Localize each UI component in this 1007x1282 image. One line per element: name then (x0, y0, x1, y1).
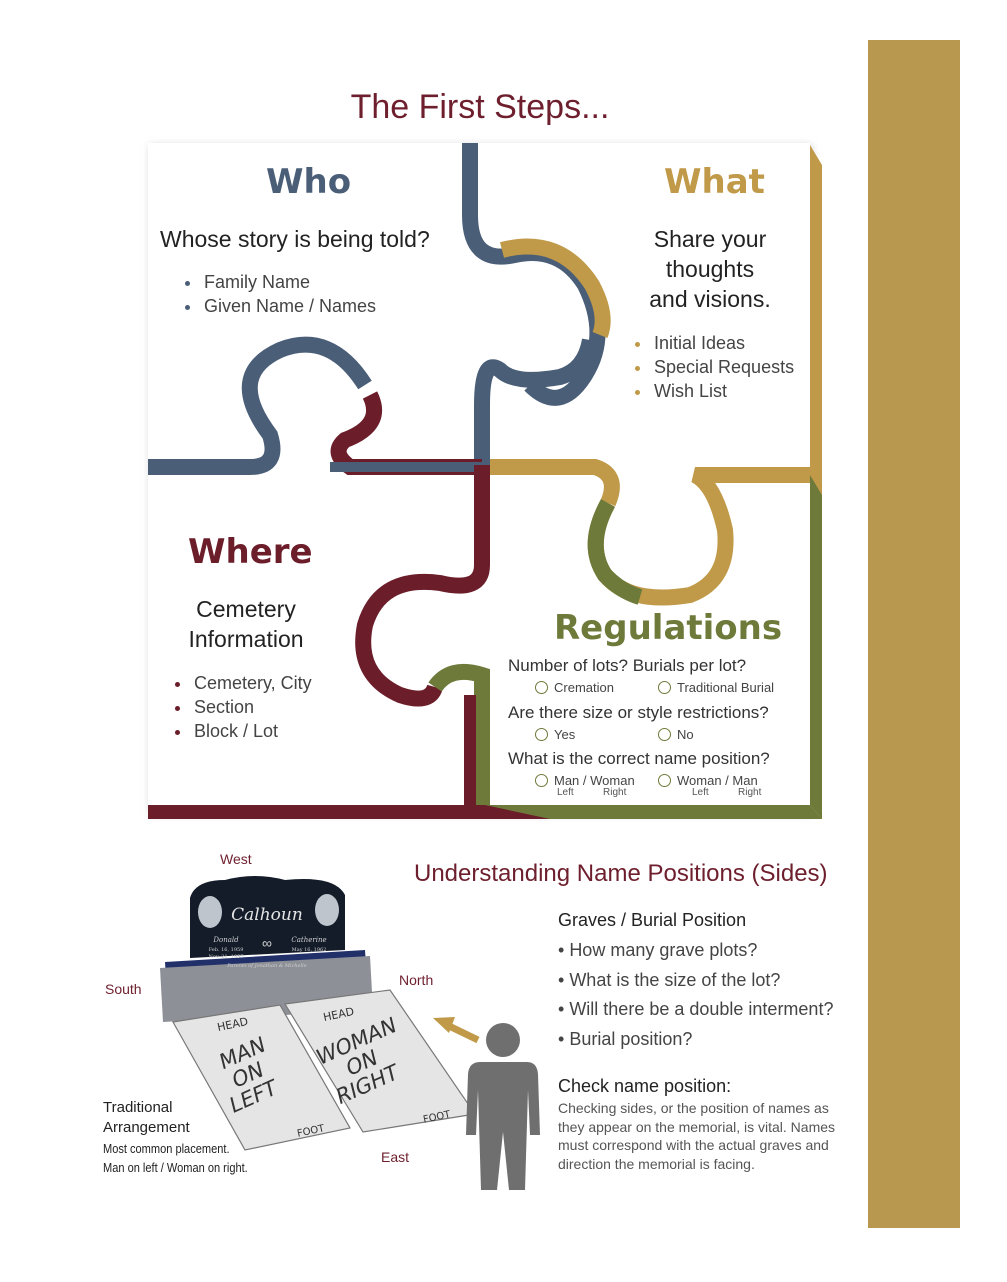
what-title: What (664, 162, 765, 202)
option-cremation[interactable]: Cremation (535, 680, 614, 695)
list-item: How many grave plots? (558, 936, 833, 966)
svg-text:Parents of Jonathan & Michelle: Parents of Jonathan & Michelle (226, 963, 306, 969)
sublabel-right: Right (603, 787, 627, 798)
radio-icon[interactable] (658, 774, 671, 787)
list-item: Will there be a double interment? (558, 995, 833, 1025)
radio-icon[interactable] (658, 728, 671, 741)
where-bottom-edge (148, 805, 570, 819)
list-item: Wish List (652, 379, 794, 403)
regulations-left-seam (428, 664, 490, 805)
where-top-seam (330, 391, 482, 475)
radio-icon[interactable] (535, 774, 548, 787)
person-head (486, 1023, 520, 1057)
option-woman-man[interactable]: Woman / Man (658, 773, 758, 788)
list-item: Special Requests (652, 355, 794, 379)
plot-left (172, 1004, 351, 1151)
option-yes[interactable]: Yes (535, 727, 575, 742)
who-list: Family Name Given Name / Names (180, 270, 376, 318)
option-no[interactable]: No (658, 727, 694, 742)
traditional-arrangement-label: Traditional Arrangement (103, 1099, 190, 1136)
traditional-arrangement-note: Most common placement. Man on left / Wom… (103, 1141, 248, 1175)
svg-text:May 16, 1962: May 16, 1962 (292, 947, 327, 953)
list-item: Initial Ideas (652, 331, 794, 355)
radio-icon[interactable] (535, 728, 548, 741)
regulations-question-name-position: What is the correct name position? (508, 749, 770, 768)
what-question: Share your thoughts and visions. (649, 226, 771, 312)
option-traditional-burial[interactable]: Traditional Burial (658, 680, 774, 695)
list-item: Block / Lot (192, 719, 312, 743)
portrait-left (198, 896, 222, 928)
regulations-question-lots: Number of lots? Burials per lot? (508, 656, 747, 675)
direction-south: South (105, 981, 142, 997)
who-title: Who (266, 162, 352, 202)
what-list: Initial Ideas Special Requests Wish List (630, 331, 794, 403)
list-item: Burial position? (558, 1025, 833, 1055)
list-item: What is the size of the lot? (558, 966, 833, 996)
list-item: Family Name (202, 270, 376, 294)
burial-diagram: Calhoun Donald Feb. 16, 1959 Nov. 21, 19… (95, 850, 555, 1210)
name-positions-title: Understanding Name Positions (Sides) (414, 860, 828, 887)
gold-sidebar-bar (868, 40, 960, 1228)
graves-list: How many grave plots? What is the size o… (558, 936, 833, 1054)
list-item: Cemetery, City (192, 671, 312, 695)
puzzle-graphic (148, 143, 822, 819)
direction-east: East (381, 1149, 410, 1165)
list-item: Given Name / Names (202, 294, 376, 318)
check-name-position-title: Check name position: (558, 1076, 732, 1096)
graves-burial-title: Graves / Burial Position (558, 910, 747, 930)
headstone (190, 876, 345, 958)
regulations-question-restrictions: Are there size or style restrictions? (508, 703, 769, 722)
stone-name: Calhoun (231, 905, 303, 925)
page-title: The First Steps... (350, 88, 610, 126)
sublabel-left: Left (692, 787, 709, 798)
where-title: Where (188, 532, 313, 572)
check-name-position-text: Checking sides, or the position of names… (558, 1100, 836, 1172)
list-item: Section (192, 695, 312, 719)
radio-icon[interactable] (658, 681, 671, 694)
what-bottom-seam (490, 459, 620, 507)
sublabel-right: Right (738, 787, 762, 798)
burial-diagram-graphic: Calhoun Donald Feb. 16, 1959 Nov. 21, 19… (160, 876, 540, 1190)
where-list: Cemetery, City Section Block / Lot (170, 671, 312, 743)
stone-right-name: Catherine (291, 936, 326, 944)
svg-text:Nov. 21, 1997: Nov. 21, 1997 (208, 954, 243, 960)
portrait-right (315, 894, 339, 926)
direction-west: West (220, 851, 252, 867)
who-question: Whose story is being told? (160, 226, 430, 252)
regulations-right-edge (810, 475, 822, 819)
where-question: Cemetery Information (188, 596, 304, 652)
arrow-icon (445, 1021, 480, 1044)
where-right-seam (355, 487, 490, 707)
regulations-top-seam (587, 499, 643, 605)
regulations-bottom-edge (485, 805, 822, 819)
stone-left-name: Donald (212, 936, 239, 944)
rings-icon: ∞ (262, 935, 272, 951)
sublabel-left: Left (557, 787, 574, 798)
what-seam (500, 238, 611, 338)
who-bottom-seam (148, 336, 372, 475)
regulations-title: Regulations (554, 608, 783, 648)
radio-icon[interactable] (535, 681, 548, 694)
svg-text:Feb. 16, 1959: Feb. 16, 1959 (209, 947, 244, 953)
person-icon (466, 1062, 540, 1190)
option-man-woman[interactable]: Man / Woman (535, 773, 635, 788)
direction-north: North (399, 972, 434, 988)
